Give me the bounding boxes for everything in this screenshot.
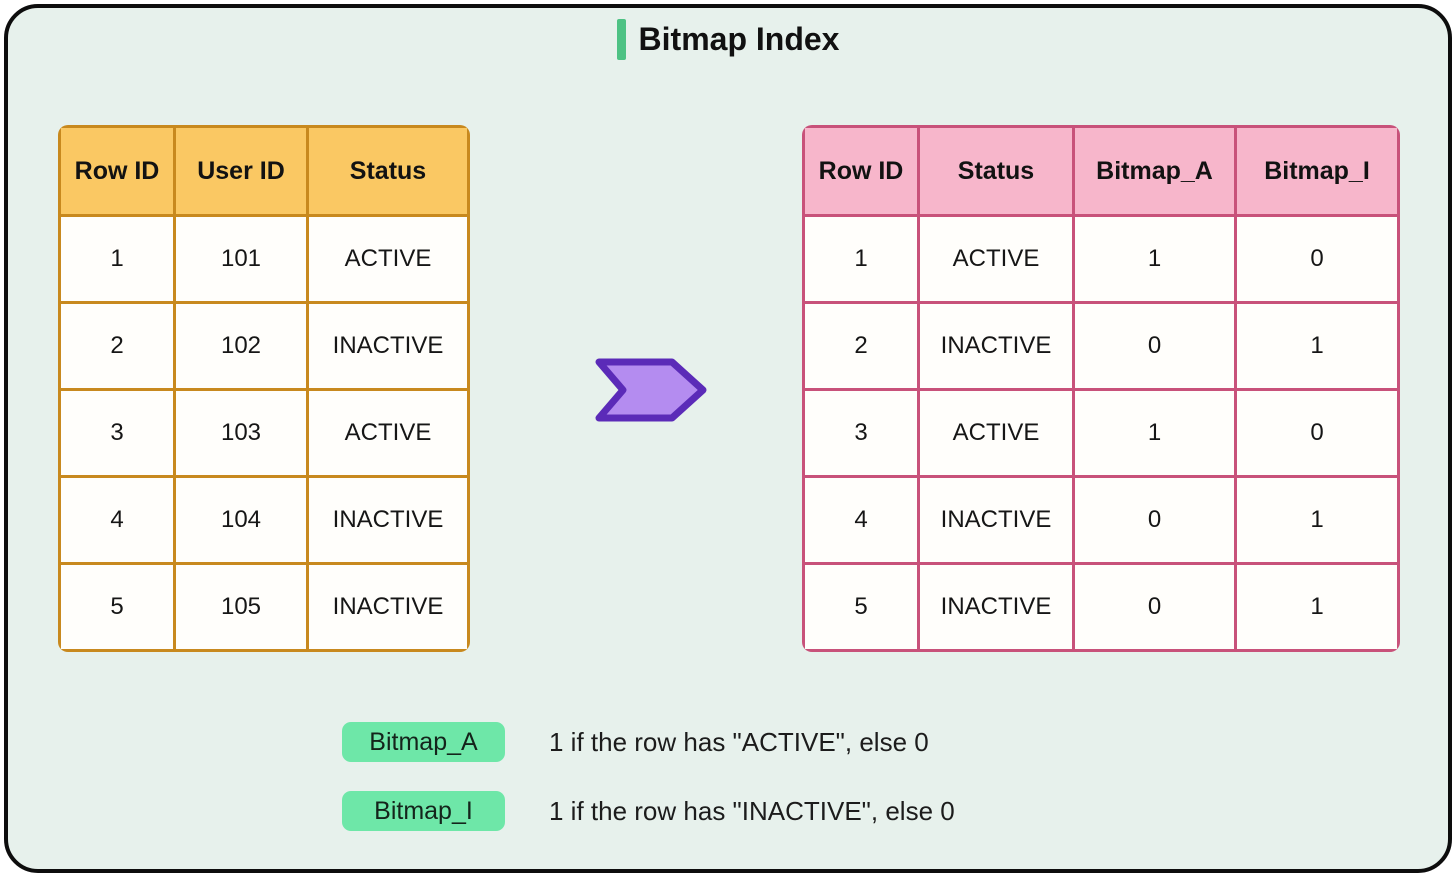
table-cell: 1: [61, 217, 173, 301]
legend-badge: Bitmap_I: [342, 791, 505, 831]
table-cell: ACTIVE: [920, 391, 1072, 475]
table-cell: 2: [805, 304, 917, 388]
legend-item-bitmap-a: Bitmap_A 1 if the row has "ACTIVE", else…: [342, 722, 929, 762]
table-cell: 104: [176, 478, 306, 562]
table-cell: INACTIVE: [920, 304, 1072, 388]
table-cell: 1: [1237, 478, 1397, 562]
column-header: Row ID: [61, 128, 173, 214]
table-cell: 1: [1075, 391, 1234, 475]
column-header: Status: [920, 128, 1072, 214]
legend-badge: Bitmap_A: [342, 722, 505, 762]
column-header: Bitmap_I: [1237, 128, 1397, 214]
table-cell: ACTIVE: [920, 217, 1072, 301]
table-cell: ACTIVE: [309, 217, 467, 301]
table-cell: INACTIVE: [309, 565, 467, 649]
column-header: User ID: [176, 128, 306, 214]
table-cell: 105: [176, 565, 306, 649]
title-row: Bitmap Index: [0, 19, 1456, 60]
table-cell: 0: [1237, 391, 1397, 475]
table-cell: 0: [1237, 217, 1397, 301]
title-accent-bar: [616, 19, 626, 60]
table-cell: 3: [61, 391, 173, 475]
table-cell: 0: [1075, 565, 1234, 649]
table-cell: 101: [176, 217, 306, 301]
table-cell: 1: [1237, 304, 1397, 388]
table-cell: 0: [1075, 304, 1234, 388]
table-cell: 4: [61, 478, 173, 562]
column-header: Status: [309, 128, 467, 214]
table-cell: 5: [61, 565, 173, 649]
legend-item-bitmap-i: Bitmap_I 1 if the row has "INACTIVE", el…: [342, 791, 955, 831]
table-cell: INACTIVE: [920, 478, 1072, 562]
legend-description: 1 if the row has "ACTIVE", else 0: [549, 726, 929, 757]
source-table: Row ID User ID Status 1 101 ACTIVE 2 102…: [58, 125, 470, 652]
table-cell: 1: [1237, 565, 1397, 649]
page-title: Bitmap Index: [638, 21, 840, 57]
table-cell: 3: [805, 391, 917, 475]
table-cell: 4: [805, 478, 917, 562]
table-cell: 103: [176, 391, 306, 475]
bitmap-index-table: Row ID Status Bitmap_A Bitmap_I 1 ACTIVE…: [802, 125, 1400, 652]
transform-arrow: [594, 356, 709, 424]
table-cell: 1: [1075, 217, 1234, 301]
table-cell: 0: [1075, 478, 1234, 562]
table-cell: ACTIVE: [309, 391, 467, 475]
table-cell: 2: [61, 304, 173, 388]
table-cell: 102: [176, 304, 306, 388]
table-cell: INACTIVE: [309, 304, 467, 388]
table-cell: 1: [805, 217, 917, 301]
column-header: Bitmap_A: [1075, 128, 1234, 214]
column-header: Row ID: [805, 128, 917, 214]
table-cell: INACTIVE: [309, 478, 467, 562]
table-cell: 5: [805, 565, 917, 649]
table-cell: INACTIVE: [920, 565, 1072, 649]
chevron-right-arrow-icon: [595, 358, 707, 422]
legend-description: 1 if the row has "INACTIVE", else 0: [549, 795, 955, 826]
